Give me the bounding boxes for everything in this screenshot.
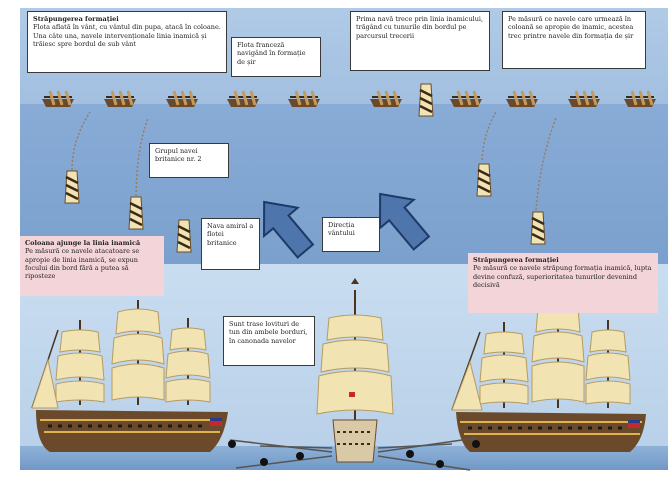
callout-british-group: Grupul navei britanice nr. 2 xyxy=(149,143,229,178)
british-ship-icon xyxy=(176,219,192,253)
cannonball-icon xyxy=(228,440,236,448)
callout-title: Coloana ajunge la linia inamică xyxy=(25,239,141,247)
callout-following-ships: Pe măsură ce navele care urmează în colo… xyxy=(502,11,646,69)
callout-text: Pe măsură ce navele care urmează în colo… xyxy=(508,15,634,40)
wind-direction-arrow-icon xyxy=(378,192,431,251)
french-line-of-battle xyxy=(42,90,656,107)
french-ship-icon xyxy=(288,90,320,107)
british-column-wakes xyxy=(71,111,557,211)
callout-text: Nava amiral a flotei britanice xyxy=(207,222,254,247)
callout-text: Direcția vântului xyxy=(328,221,355,238)
callout-breaking-the-line: Străpungerea formației Flota aflată în v… xyxy=(27,11,227,73)
french-ship-icon xyxy=(104,90,136,107)
callout-text: Flota aflată în vânt, cu vântul din pupa… xyxy=(33,23,221,48)
callout-admiral-ship: Nava amiral a flotei britanice xyxy=(201,218,260,270)
british-ship-icon xyxy=(418,83,434,117)
british-column-ships xyxy=(64,163,546,253)
british-ship-icon xyxy=(530,211,546,245)
wind-direction-arrow-icon xyxy=(262,200,315,259)
callout-title: Străpungerea formației xyxy=(473,256,559,264)
wind-direction-arrows xyxy=(262,192,431,259)
french-ship-icon xyxy=(227,90,259,107)
british-ship-icon xyxy=(64,170,80,204)
french-ship-icon xyxy=(450,90,482,107)
cannonball-icon xyxy=(436,460,444,468)
french-ship-icon xyxy=(370,90,402,107)
british-ship-icon xyxy=(476,163,492,197)
callout-first-ship: Prima navă trece prin linia inamicului, … xyxy=(350,11,490,71)
cannonball-icon xyxy=(296,452,304,460)
callout-broadsides: Sunt trase lovituri de tun din ambele bo… xyxy=(223,316,315,366)
callout-title: Străpungerea formației xyxy=(33,15,119,23)
broadside-fire-lines xyxy=(229,437,477,471)
callout-text: Sunt trase lovituri de tun din ambele bo… xyxy=(229,320,308,345)
callout-column-reaches-line: Coloana ajunge la linia inamică Pe măsur… xyxy=(20,236,164,296)
cannonballs xyxy=(228,440,480,468)
british-ship-icon xyxy=(128,196,144,230)
callout-text: Grupul navei britanice nr. 2 xyxy=(155,147,202,164)
callout-breaking-formation: Străpungerea formației Pe măsură ce nave… xyxy=(468,253,658,313)
french-ship-icon xyxy=(568,90,600,107)
callout-text: Flota franceză navigând în formație de ș… xyxy=(237,41,306,66)
callout-french-line: Flota franceză navigând în formație de ș… xyxy=(231,37,321,77)
ship-of-the-line-icon xyxy=(451,296,646,452)
french-ship-icon xyxy=(624,90,656,107)
ship-of-the-line-icon xyxy=(31,300,228,452)
ship-of-the-line-icon xyxy=(316,278,394,463)
callout-text: Prima navă trece prin linia inamicului, … xyxy=(356,15,484,40)
callout-text: Pe măsură ce navele atacatoare se apropi… xyxy=(25,247,140,281)
cannonball-icon xyxy=(260,458,268,466)
cannonball-icon xyxy=(406,450,414,458)
french-ship-icon xyxy=(506,90,538,107)
callout-text: Pe măsură ce navele străpung formația in… xyxy=(473,264,652,289)
cannonball-icon xyxy=(472,440,480,448)
french-ship-icon xyxy=(166,90,198,107)
callout-wind-direction: Direcția vântului xyxy=(322,217,380,252)
french-ship-icon xyxy=(42,90,74,107)
